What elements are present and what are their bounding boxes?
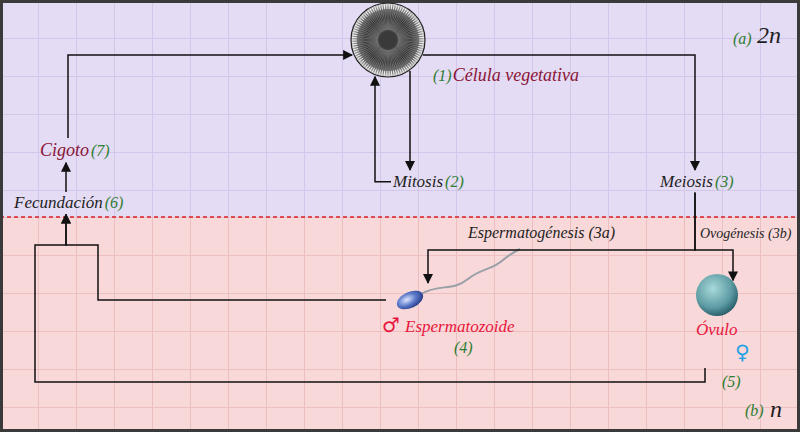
label-group: (1)Célula vegetativa [433,65,579,86]
cycle-arrow [65,163,67,192]
cell-label: Célula vegetativa [453,65,579,86]
process-name: Fecundación [14,193,103,213]
callout-number: (a) [733,30,752,48]
ovum-node: Óvulo♀(5) [695,273,750,368]
cycle-arrow [66,215,386,301]
sperm-tail [421,249,520,294]
cell-label: Óvulo [696,320,738,340]
cycle-arrow [35,215,705,383]
cycle-arrow [375,77,391,182]
process-name: Mitosis [393,172,443,192]
cell-node: (1)Célula vegetativa [350,2,426,78]
cell-label: Espermatozoide [405,317,515,337]
cycle-arrow [423,55,695,170]
process-label: Fecundación(6) [14,193,123,213]
callout-number: (7) [91,142,110,160]
female-symbol: ♀ [735,341,750,364]
callout-number: (6) [105,194,124,212]
callout-number: (2) [445,173,464,191]
callout-number: (1) [433,67,452,85]
cycle-arrow [68,55,352,138]
sperm-node: ♂Espermatozoide(4) [388,285,433,315]
edge-label: Ovogénesis (3b) [700,226,791,242]
ploidy-divider [0,216,800,218]
ovum-cell [695,273,741,319]
edge-label: Espermatogénesis (3a) [468,224,615,242]
callout-number: (3) [715,173,734,191]
sperm-head [394,287,426,313]
cycle-arrow [409,71,411,170]
male-symbol: ♂ [382,314,400,337]
process-label: Meiosis(3) [660,172,734,192]
callout-number: (b) [745,402,764,420]
callout-number: (5) [722,373,741,391]
process-label: Mitosis(2) [393,172,464,192]
process-name: Meiosis [660,172,713,192]
ploidy-label: n [770,396,782,424]
stage-label: Cigoto(7) [40,140,110,161]
callout-number: (4) [454,339,473,357]
stage-name: Cigoto [40,140,89,161]
cycle-arrow [428,193,695,284]
diatom-cell [350,2,426,78]
ploidy-label: 2n [757,22,781,50]
